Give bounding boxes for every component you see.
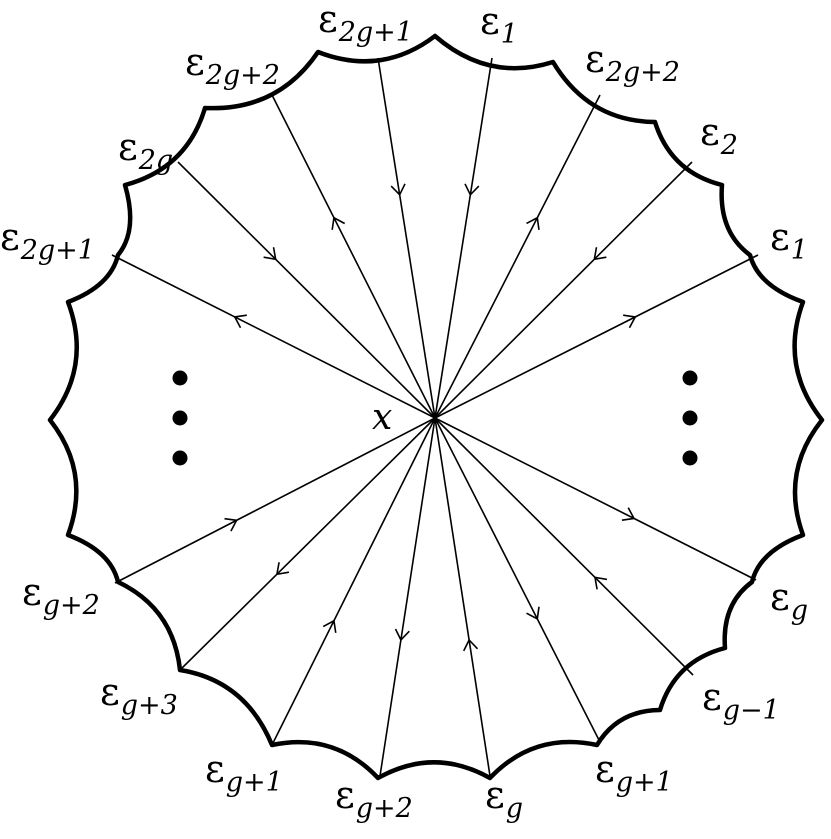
ray-4 (434, 417, 757, 581)
edge-label-main: ε (595, 747, 615, 791)
ray-arrow-0 (464, 183, 480, 197)
ray-arrow-6 (526, 606, 540, 621)
ray-arrow-9 (322, 619, 337, 633)
edge-label-subscript: 1 (791, 235, 808, 266)
edge-label-3: ε2 (700, 110, 738, 161)
left-ellipsis-dot-0 (172, 370, 188, 386)
edge-label-6: εg−1 (702, 675, 780, 726)
edge-label-main: ε (700, 110, 720, 154)
ray-8 (379, 417, 436, 777)
edge-label-main: ε (585, 37, 605, 81)
edge-label-subscript: g+3 (121, 690, 178, 721)
ray-arrow-14 (331, 216, 346, 230)
right-ellipsis-dot-1 (682, 410, 698, 426)
ellipsis-layer (172, 370, 698, 466)
edge-label-subscript: g+1 (226, 767, 283, 798)
edge-label-subscript: 2 (720, 130, 738, 161)
ray-arrow-11 (224, 517, 238, 532)
boundary-layer (47, 33, 825, 781)
ray-arrow-5 (593, 576, 608, 590)
edge-label-2: ε2g+2 (585, 37, 680, 88)
ray-1 (434, 94, 601, 419)
edge-label-main: ε (0, 215, 20, 259)
right-ellipsis (682, 370, 698, 466)
edge-label-5: εg (770, 575, 808, 626)
ray-arrow-15 (390, 183, 406, 197)
ray-3 (434, 254, 759, 419)
edge-label-subscript: g (791, 595, 808, 626)
edge-label-9: εg+2 (335, 773, 413, 824)
edge-label-7: εg+1 (595, 747, 673, 798)
edge-label-subscript: 2g+2 (205, 60, 280, 91)
edge-label-main: ε (185, 40, 205, 84)
right-ellipsis-dot-2 (682, 450, 698, 466)
edge-label-subscript: 2g+1 (20, 235, 95, 266)
edge-label-main: ε (770, 215, 790, 259)
edge-label-subscript: 1 (501, 19, 518, 50)
ray-10 (179, 417, 436, 671)
edge-label-main: ε (770, 575, 790, 619)
edge-label-subscript: g+2 (356, 793, 413, 824)
edge-label-15: ε2g+2 (185, 40, 280, 91)
edge-label-main: ε (318, 0, 338, 41)
ray-arrow-8 (394, 628, 410, 642)
ray-2 (434, 161, 693, 419)
ray-11 (114, 417, 436, 584)
edge-label-14: ε2g (118, 125, 173, 176)
ray-arrow-13 (263, 247, 277, 261)
edge-label-0: ε2g+1 (318, 0, 413, 48)
edge-label-main: ε (22, 570, 42, 614)
edge-label-subscript: 2g (138, 145, 173, 176)
left-ellipsis-dot-2 (172, 450, 188, 466)
left-ellipsis-dot-1 (172, 410, 188, 426)
ray-arrow-3 (623, 314, 637, 329)
edge-label-main: ε (335, 773, 355, 817)
edge-label-10: εg+1 (205, 747, 283, 798)
edge-label-11: εg+3 (100, 670, 178, 721)
ray-12 (111, 254, 436, 419)
edge-label-main: ε (702, 675, 722, 719)
edge-label-main: ε (205, 747, 225, 791)
ray-arrow-1 (526, 216, 540, 230)
edge-label-main: ε (480, 0, 500, 43)
edge-label-subscript: g+1 (616, 767, 673, 798)
ray-13 (177, 161, 436, 419)
scalloped-polygon-boundary (47, 33, 825, 781)
edge-label-main: ε (118, 125, 138, 169)
edge-label-subscript: g (506, 793, 523, 824)
edge-label-8: εg (485, 773, 523, 824)
ray-14 (271, 94, 436, 419)
ray-6 (434, 417, 601, 743)
edge-label-4: ε1 (770, 215, 808, 266)
center-point-label: x (372, 397, 392, 438)
ray-arrow-2 (593, 247, 607, 261)
left-ellipsis (172, 370, 188, 466)
edge-label-subscript: g−1 (723, 695, 780, 726)
right-ellipsis-dot-0 (682, 370, 698, 386)
edge-label-1: ε1 (480, 0, 518, 50)
ray-7 (434, 417, 491, 777)
edge-label-13: ε2g+1 (0, 215, 95, 266)
rays-layer (111, 57, 759, 777)
edge-label-12: εg+2 (22, 570, 100, 621)
ray-5 (434, 417, 694, 676)
ray-arrow-12 (233, 314, 247, 329)
ray-arrow-10 (275, 562, 290, 576)
edge-label-main: ε (485, 773, 505, 817)
ray-0 (434, 57, 493, 419)
ray-arrow-4 (621, 507, 636, 521)
edge-label-main: ε (100, 670, 120, 714)
edge-label-subscript: g+2 (43, 590, 100, 621)
ray-arrow-7 (462, 638, 479, 652)
ray-15 (377, 57, 436, 419)
edge-label-subscript: 2g+1 (338, 17, 413, 48)
ray-9 (271, 417, 436, 746)
edge-label-subscript: 2g+2 (605, 57, 680, 88)
